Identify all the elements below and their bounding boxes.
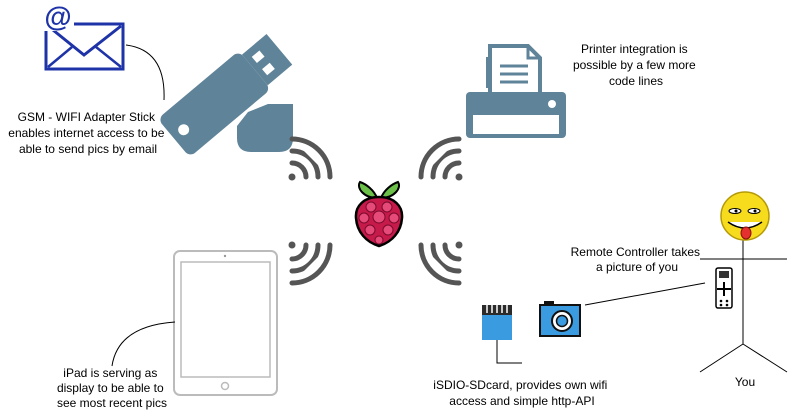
wifi-signal-icon bbox=[418, 136, 463, 181]
wifi-signal-icon bbox=[418, 241, 463, 286]
wifi-signal-icon bbox=[288, 136, 333, 181]
remote-control-icon bbox=[715, 267, 733, 309]
camera-connector bbox=[584, 282, 706, 306]
email-envelope-icon: @ bbox=[42, 1, 125, 71]
at-sign: @ bbox=[44, 1, 71, 32]
stick-figure-you bbox=[699, 240, 788, 373]
raspberry-pi-logo bbox=[354, 180, 404, 248]
remote-controller-label: Remote Controller takes a picture of you bbox=[571, 245, 704, 274]
sd-card-icon bbox=[482, 303, 512, 340]
usb-cap-icon bbox=[237, 104, 293, 152]
printer-icon bbox=[466, 44, 566, 138]
you-label: You bbox=[735, 375, 755, 389]
gsm-adapter-label: GSM - WIFI Adapter Stick enables interne… bbox=[8, 110, 167, 156]
usb-adapter-stick-icon bbox=[160, 34, 293, 155]
printer-label: Printer integration is possible by a few… bbox=[573, 42, 699, 88]
ipad-connector bbox=[111, 321, 176, 367]
ipad-icon bbox=[173, 250, 278, 396]
isdio-sdcard-label: iSDIO-SDcard, provides own wifi access a… bbox=[433, 378, 610, 408]
camera-icon bbox=[539, 301, 581, 337]
ipad-label: iPad is serving as display to be able to… bbox=[57, 366, 167, 410]
smiley-face-icon bbox=[720, 191, 770, 241]
sdcard-connector bbox=[496, 340, 522, 364]
wifi-signal-icon bbox=[288, 241, 333, 286]
email-connector bbox=[125, 44, 165, 101]
